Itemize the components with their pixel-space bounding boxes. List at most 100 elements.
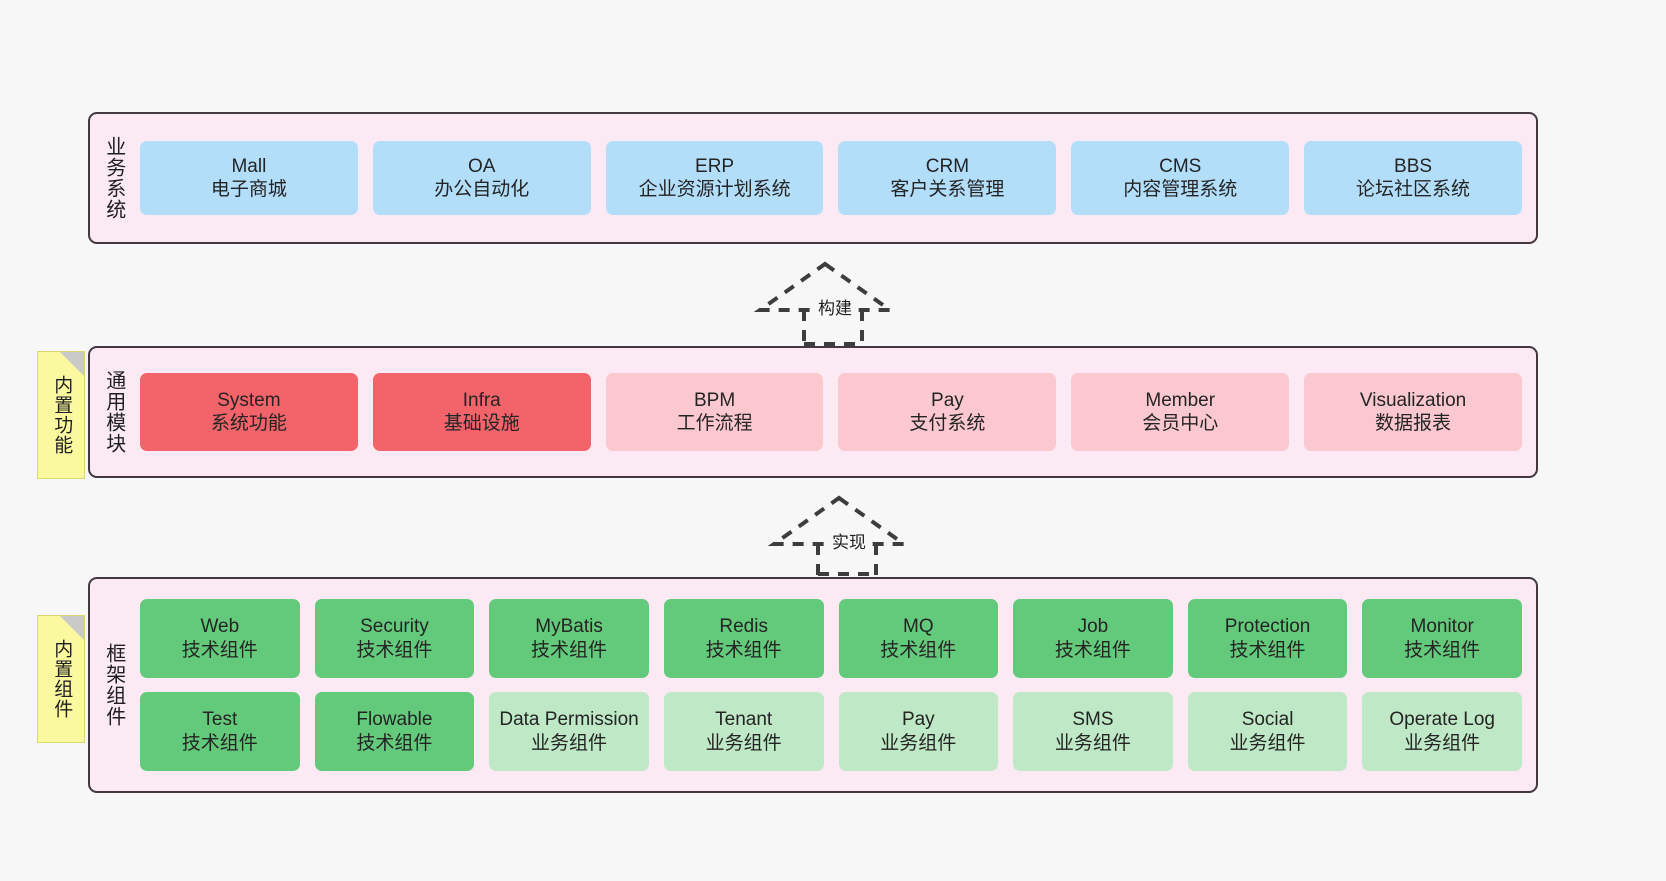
- node-subtitle: 技术组件: [181, 732, 258, 754]
- node-visualization[interactable]: Visualization 数据报表: [1304, 373, 1522, 451]
- layer-business-system: 业务系统 Mall 电子商城 OA 办公自动化 ERP 企业资源计划系统 CRM…: [88, 112, 1538, 244]
- note-label: 内置功能: [51, 375, 73, 455]
- node-title: System: [217, 389, 281, 411]
- node-title: Mall: [231, 155, 267, 177]
- node-erp[interactable]: ERP 企业资源计划系统: [605, 141, 824, 215]
- node-title: OA: [468, 155, 496, 177]
- node-title: CRM: [925, 155, 970, 177]
- box-row: Test 技术组件 Flowable 技术组件 Data Permission …: [140, 692, 1522, 771]
- node-subtitle: 论坛社区系统: [1356, 179, 1471, 200]
- node-bpm[interactable]: BPM 工作流程: [605, 373, 824, 451]
- node-subtitle: 业务组件: [705, 732, 782, 754]
- node-subtitle: 技术组件: [181, 639, 258, 661]
- node-title: Infra: [462, 389, 501, 411]
- node-crm[interactable]: CRM 客户关系管理: [838, 141, 1057, 215]
- node-web[interactable]: Web 技术组件: [140, 599, 300, 678]
- node-security[interactable]: Security 技术组件: [314, 599, 475, 678]
- connector-implement: 实现: [767, 495, 922, 576]
- layer-title-business: 业务系统: [102, 136, 125, 220]
- node-subtitle: 业务组件: [1404, 732, 1481, 754]
- node-title: Social: [1241, 709, 1294, 731]
- node-pay[interactable]: Pay 支付系统: [838, 373, 1057, 451]
- connector-implement-label: 实现: [830, 528, 868, 553]
- node-social[interactable]: Social 业务组件: [1187, 692, 1348, 771]
- node-title: CMS: [1159, 155, 1202, 177]
- layer-body-framework: Web 技术组件 Security 技术组件 MyBatis 技术组件 Redi…: [136, 579, 1536, 791]
- connector-build-label: 构建: [816, 294, 854, 319]
- node-member[interactable]: Member 会员中心: [1071, 373, 1290, 451]
- node-subtitle: 技术组件: [880, 639, 957, 661]
- node-subtitle: 客户关系管理: [890, 179, 1005, 200]
- node-title: Tenant: [715, 709, 773, 731]
- note-fold-corner-icon: [60, 352, 84, 376]
- node-redis[interactable]: Redis 技术组件: [663, 599, 824, 678]
- node-test[interactable]: Test 技术组件: [140, 692, 300, 771]
- box-row: Mall 电子商城 OA 办公自动化 ERP 企业资源计划系统 CRM 客户关系…: [140, 141, 1522, 215]
- node-title: SMS: [1072, 709, 1114, 731]
- node-system[interactable]: System 系统功能: [140, 373, 358, 451]
- layer-title-common: 通用模块: [102, 370, 125, 454]
- node-subtitle: 电子商城: [210, 179, 287, 200]
- node-title: Data Permission: [499, 709, 639, 731]
- node-subtitle: 技术组件: [705, 639, 782, 661]
- node-operate-log[interactable]: Operate Log 业务组件: [1362, 692, 1522, 771]
- node-title: Security: [360, 616, 429, 638]
- node-title: Protection: [1224, 616, 1311, 638]
- note-builtin-component: 内置组件: [37, 615, 85, 743]
- box-row: Web 技术组件 Security 技术组件 MyBatis 技术组件 Redi…: [140, 599, 1522, 678]
- node-subtitle: 工作流程: [676, 413, 753, 434]
- note-label: 内置组件: [51, 639, 73, 719]
- node-title: Pay: [901, 709, 935, 731]
- node-subtitle: 技术组件: [356, 732, 433, 754]
- node-cms[interactable]: CMS 内容管理系统: [1071, 141, 1290, 215]
- node-tenant[interactable]: Tenant 业务组件: [663, 692, 824, 771]
- box-row: System 系统功能 Infra 基础设施 BPM 工作流程 Pay 支付系统…: [140, 373, 1522, 451]
- node-mq[interactable]: MQ 技术组件: [838, 599, 999, 678]
- node-title: ERP: [695, 155, 735, 177]
- node-flowable[interactable]: Flowable 技术组件: [314, 692, 475, 771]
- node-title: Visualization: [1359, 389, 1467, 411]
- node-title: Monitor: [1410, 616, 1474, 638]
- node-pay-business[interactable]: Pay 业务组件: [838, 692, 999, 771]
- node-oa[interactable]: OA 办公自动化: [372, 141, 591, 215]
- node-subtitle: 基础设施: [443, 413, 520, 434]
- node-bbs[interactable]: BBS 论坛社区系统: [1304, 141, 1522, 215]
- node-protection[interactable]: Protection 技术组件: [1187, 599, 1348, 678]
- node-subtitle: 技术组件: [1054, 639, 1131, 661]
- node-title: Pay: [931, 389, 964, 411]
- node-title: BBS: [1394, 155, 1433, 177]
- node-mall[interactable]: Mall 电子商城: [140, 141, 358, 215]
- layer-framework-component: 框架组件 Web 技术组件 Security 技术组件 MyBatis 技术组件…: [88, 577, 1538, 793]
- connector-build: 构建: [753, 261, 908, 346]
- layer-common-module: 通用模块 System 系统功能 Infra 基础设施 BPM 工作流程 Pay…: [88, 346, 1538, 478]
- node-monitor[interactable]: Monitor 技术组件: [1362, 599, 1522, 678]
- node-title: Job: [1077, 616, 1109, 638]
- node-subtitle: 技术组件: [1229, 639, 1306, 661]
- layer-title-framework: 框架组件: [102, 643, 125, 727]
- note-builtin-function: 内置功能: [37, 351, 85, 479]
- node-infra[interactable]: Infra 基础设施: [372, 373, 591, 451]
- node-subtitle: 业务组件: [1054, 732, 1131, 754]
- node-mybatis[interactable]: MyBatis 技术组件: [489, 599, 649, 678]
- node-title: Web: [200, 616, 240, 638]
- node-title: Member: [1145, 389, 1216, 411]
- node-subtitle: 技术组件: [531, 639, 608, 661]
- node-title: BPM: [693, 389, 736, 411]
- node-subtitle: 支付系统: [909, 413, 986, 434]
- node-job[interactable]: Job 技术组件: [1013, 599, 1173, 678]
- node-subtitle: 会员中心: [1142, 413, 1219, 434]
- note-fold-corner-icon: [60, 616, 84, 640]
- node-subtitle: 办公自动化: [434, 179, 530, 200]
- node-sms[interactable]: SMS 业务组件: [1013, 692, 1173, 771]
- node-title: Test: [202, 709, 238, 731]
- layer-body-business: Mall 电子商城 OA 办公自动化 ERP 企业资源计划系统 CRM 客户关系…: [136, 114, 1536, 242]
- node-subtitle: 技术组件: [1404, 639, 1481, 661]
- layer-body-common: System 系统功能 Infra 基础设施 BPM 工作流程 Pay 支付系统…: [136, 348, 1536, 476]
- node-subtitle: 业务组件: [531, 732, 608, 754]
- node-title: Flowable: [356, 709, 433, 731]
- node-subtitle: 企业资源计划系统: [638, 179, 791, 200]
- node-title: Redis: [719, 616, 768, 638]
- node-data-permission[interactable]: Data Permission 业务组件: [489, 692, 649, 771]
- node-subtitle: 业务组件: [1229, 732, 1306, 754]
